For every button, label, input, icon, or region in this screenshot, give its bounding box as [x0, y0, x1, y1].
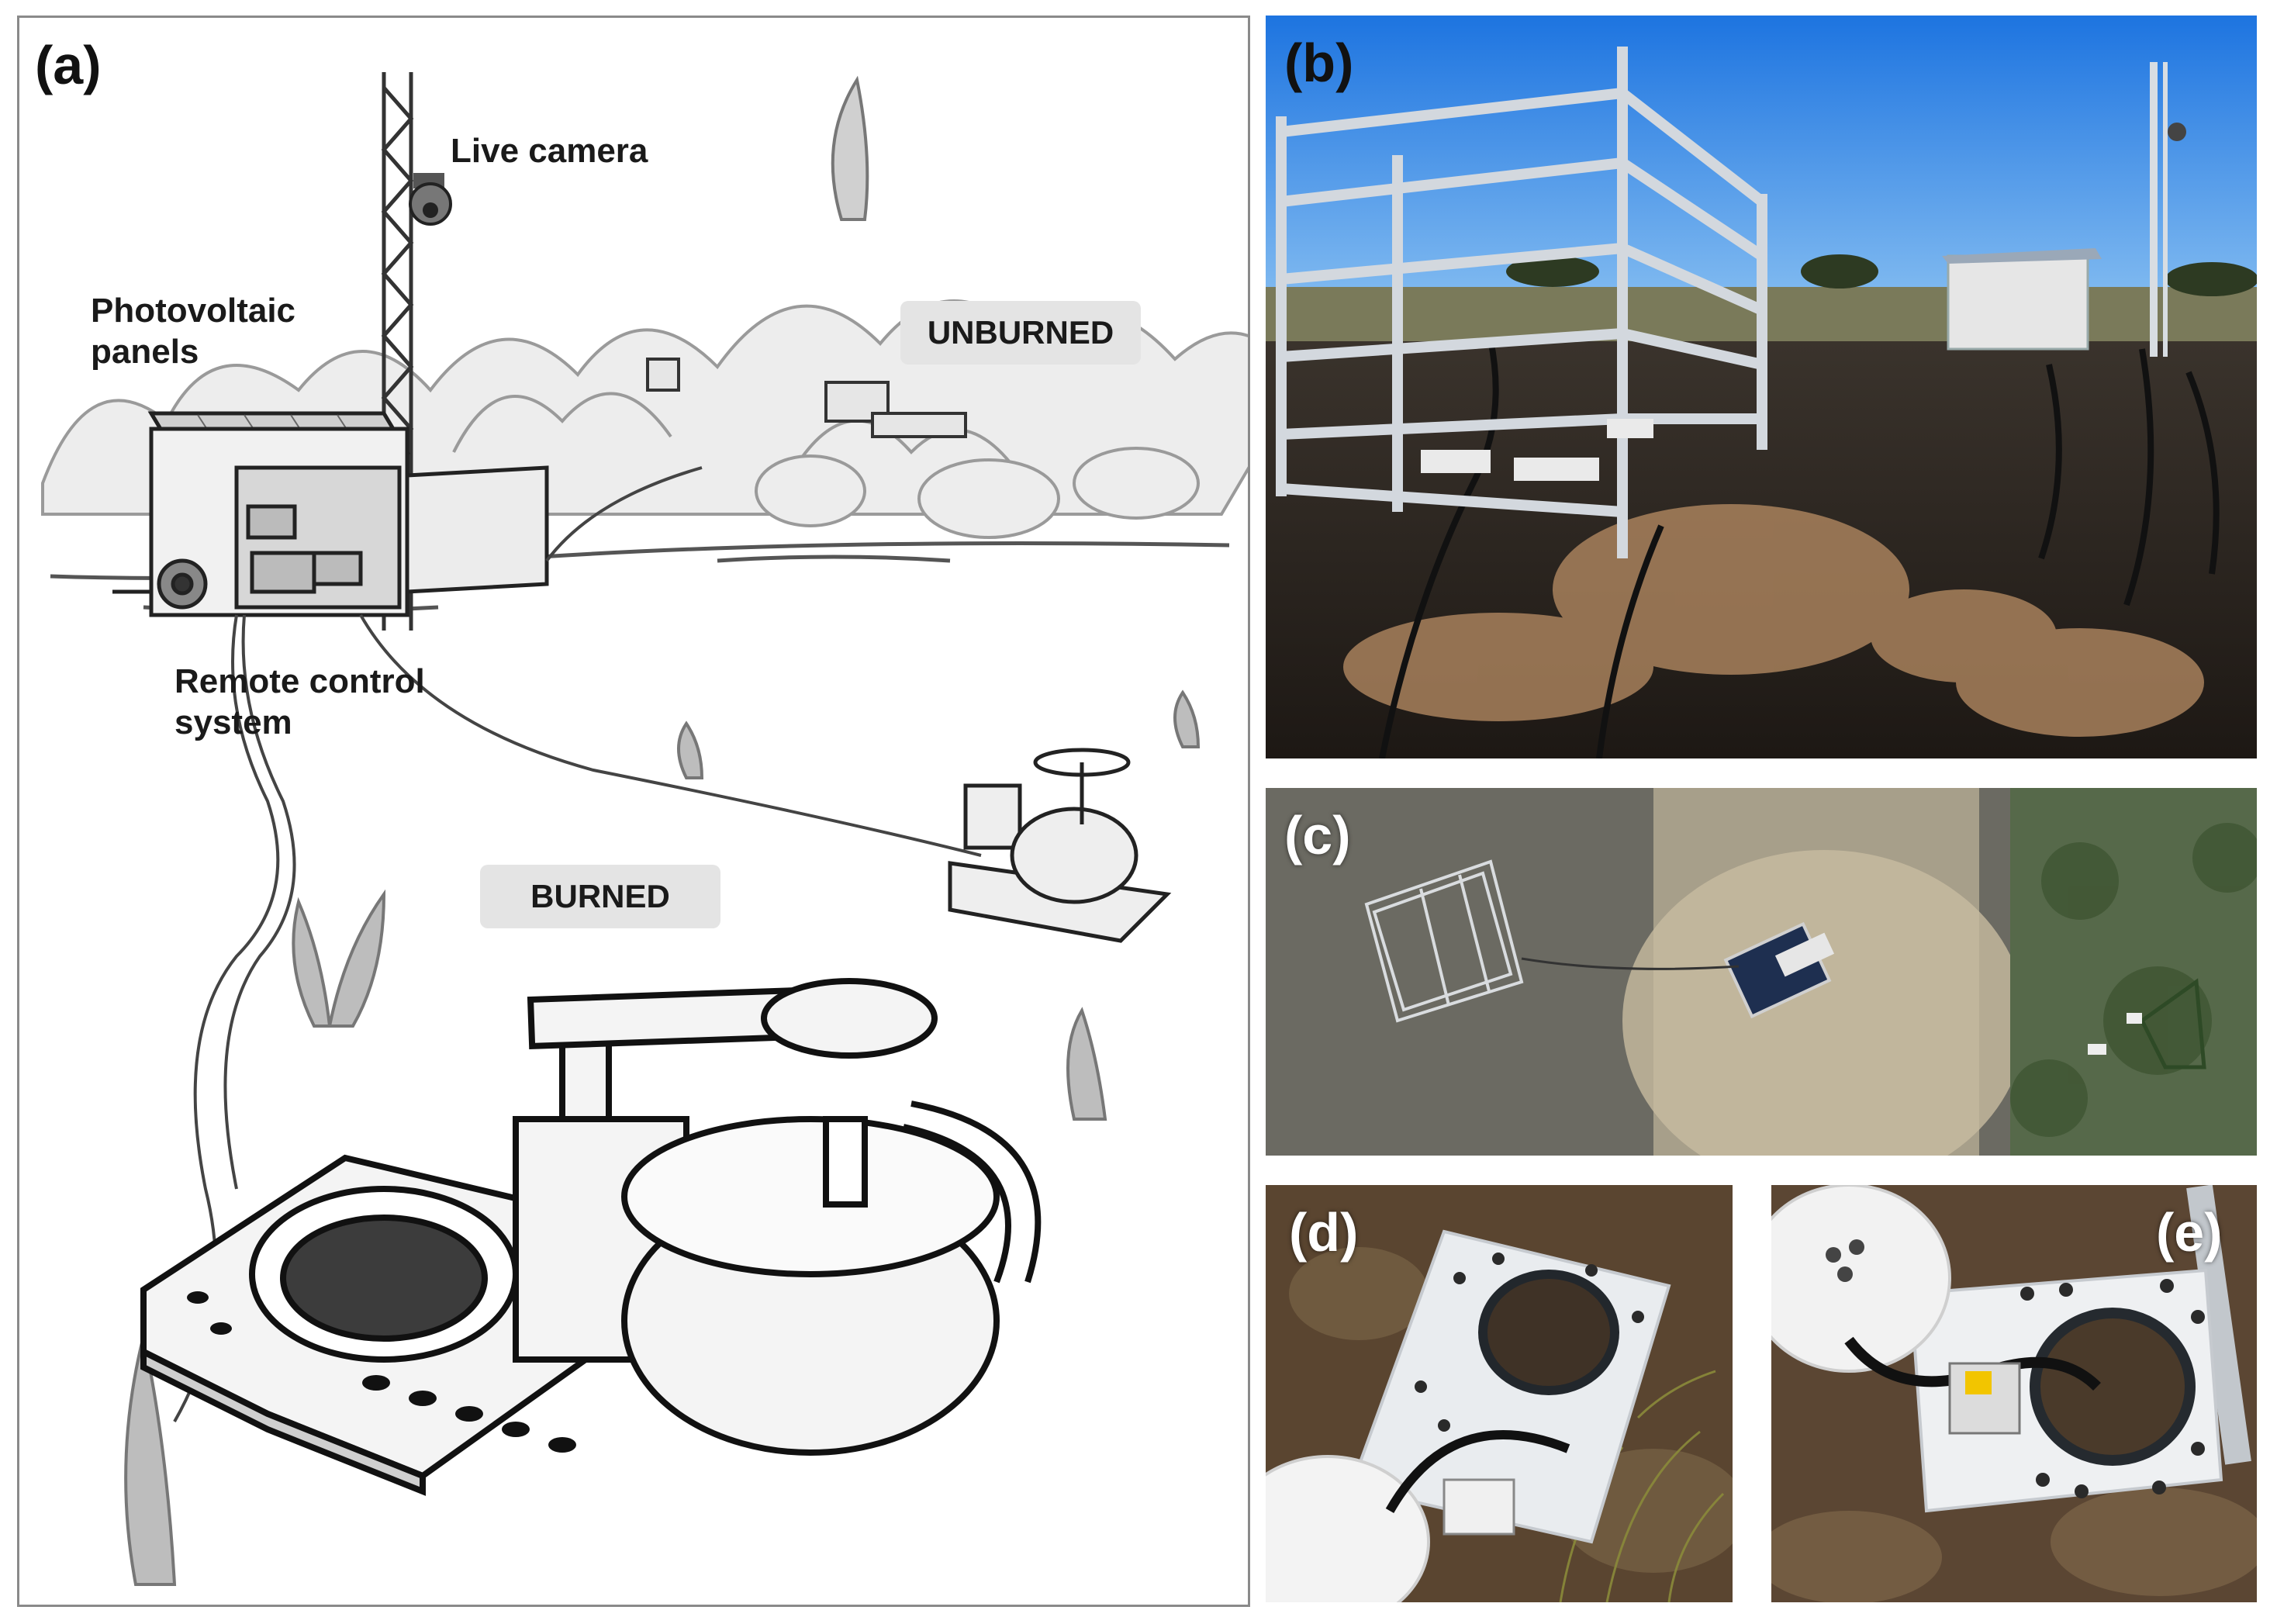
- label-burned: BURNED: [480, 865, 720, 928]
- label-unburned: UNBURNED: [900, 301, 1141, 365]
- closeup-photo-e: [1771, 1185, 2257, 1602]
- panel-e-closeup-photo: (e): [1771, 1185, 2257, 1602]
- weeds: [124, 75, 1201, 1586]
- label-remote-line1: Remote control: [174, 662, 425, 700]
- label-remote-line2: system: [174, 703, 292, 741]
- live-camera-icon: [409, 173, 452, 226]
- panel-letter-a: (a): [35, 35, 102, 95]
- unburned-sensors: [646, 358, 967, 438]
- panel-d-closeup-photo: (d): [1266, 1185, 1733, 1602]
- panel-letter-c: (c): [1284, 805, 1351, 866]
- panel-c-aerial-photo: (c): [1266, 788, 2257, 1156]
- label-photovoltaic-line1: Photovoltaic: [91, 292, 296, 330]
- field-setup-sketch: [41, 72, 1248, 1586]
- label-remote-control: Remote control system: [174, 662, 425, 744]
- label-photovoltaic: Photovoltaic panels: [91, 291, 295, 373]
- field-photo-cage: [1266, 16, 2257, 758]
- label-photovoltaic-line2: panels: [91, 332, 199, 371]
- panel-b-photo: (b): [1266, 16, 2257, 758]
- panel-letter-d: (d): [1289, 1202, 1359, 1263]
- panel-letter-e: (e): [2156, 1202, 2223, 1263]
- closeup-photo-d: [1266, 1185, 1733, 1602]
- panel-letter-b: (b): [1284, 33, 1354, 93]
- foreground-instrument: [140, 978, 1042, 1496]
- trailer: [112, 411, 549, 617]
- aerial-photo: [1266, 788, 2257, 1156]
- panel-a-sketch: (a) Live camera Photovoltaic panels Remo…: [17, 16, 1250, 1607]
- label-live-camera: Live camera: [451, 132, 648, 170]
- mid-sensor: [948, 748, 1172, 943]
